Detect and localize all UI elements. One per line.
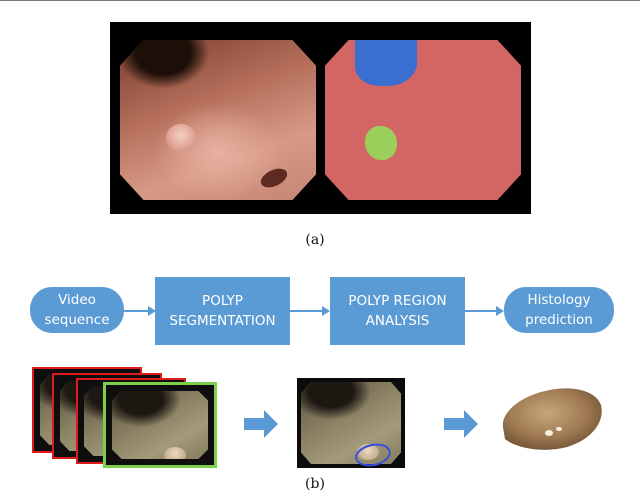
block-arrow-2: [444, 410, 478, 438]
arrow-2: [290, 306, 330, 316]
block-arrow-1: [244, 410, 278, 438]
step-polyp-region-analysis: POLYP REGION ANALYSIS: [330, 277, 465, 345]
lumen-region: [355, 40, 417, 86]
segmented-frame: [297, 378, 405, 468]
endoscopy-image: [120, 40, 316, 200]
selected-video-frame: [103, 382, 217, 468]
top-rule: [0, 0, 640, 1]
caption-a: (a): [305, 232, 325, 248]
endoscopy-panel: [110, 22, 531, 214]
arrow-1: [124, 306, 156, 316]
step-video-sequence: Video sequence: [30, 287, 124, 333]
arrow-3: [465, 306, 504, 316]
caption-b: (b): [305, 476, 325, 492]
segmentation-mask: [325, 40, 521, 200]
polyp-region: [365, 126, 397, 160]
polyp: [164, 447, 186, 459]
step-polyp-segmentation: POLYP SEGMENTATION: [155, 277, 290, 345]
polyp: [166, 124, 196, 152]
cropped-polyp-region: [502, 388, 602, 450]
polyp-outline: [355, 443, 391, 467]
step-histology-prediction: Histology prediction: [504, 287, 614, 333]
